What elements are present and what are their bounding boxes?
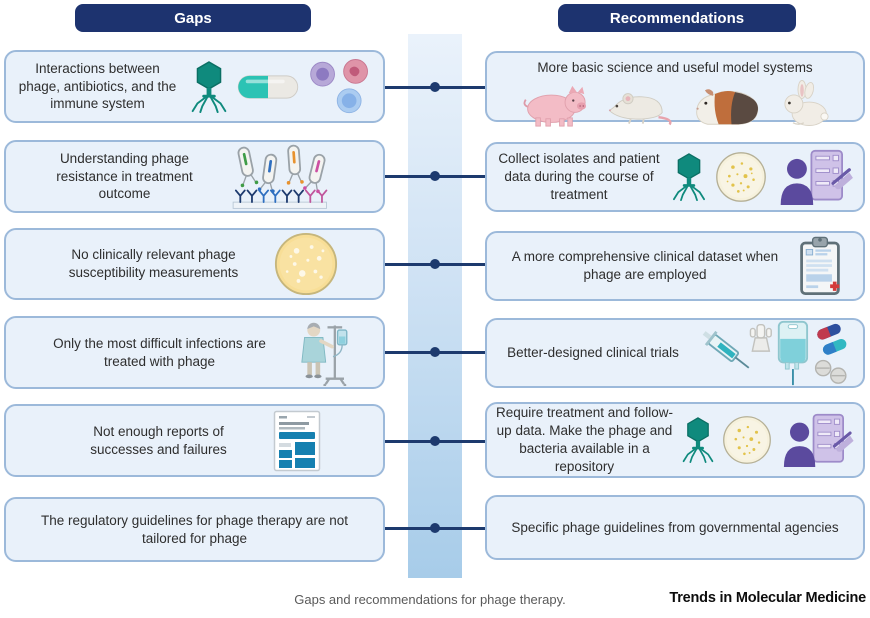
pig-icon xyxy=(521,85,589,127)
rec-box-2: Collect isolates and patient data during… xyxy=(485,142,865,212)
petri-dish-colonies-icon xyxy=(722,415,772,465)
patient-iv-pole-icon xyxy=(294,320,350,386)
gaps-header: Gaps xyxy=(75,4,311,32)
recommendations-header: Recommendations xyxy=(558,4,796,32)
phage-icon xyxy=(189,60,229,113)
rec-text-5: Require treatment and follow-up data. Ma… xyxy=(495,405,674,474)
report-document-icon xyxy=(273,410,321,472)
syringe-icon xyxy=(702,330,750,369)
gap-text-5: Not enough reports of successes and fail… xyxy=(90,423,227,457)
guinea-pig-icon xyxy=(691,83,761,127)
rec-box-5: Require treatment and follow-up data. Ma… xyxy=(485,402,865,478)
connector-row-1 xyxy=(383,82,487,92)
rat-icon xyxy=(603,87,677,127)
rec-text-3: A more comprehensive clinical dataset wh… xyxy=(511,249,779,282)
rec-box-3: A more comprehensive clinical dataset wh… xyxy=(485,231,865,301)
rec-box-4: Better-designed clinical trials xyxy=(485,318,865,388)
connector-row-5 xyxy=(383,436,487,446)
gap-text-6: The regulatory guidelines for phage ther… xyxy=(41,512,348,546)
gap-text-3: No clinically relevant phage susceptibil… xyxy=(68,247,239,280)
petri-dish-colonies-icon xyxy=(715,151,767,203)
immune-cells-icon xyxy=(307,58,373,116)
connector-dot xyxy=(430,523,440,533)
connector-row-6 xyxy=(383,523,487,533)
rec-text-2: Collect isolates and patient data during… xyxy=(498,151,660,202)
rec-text-4: Better-designed clinical trials xyxy=(507,345,679,361)
patient-data-form-icon xyxy=(775,149,855,205)
iv-bag-icon xyxy=(777,320,809,386)
connector-dot xyxy=(430,171,440,181)
phage-icon xyxy=(671,153,707,201)
connector-dot xyxy=(430,436,440,446)
connector-dot xyxy=(430,259,440,269)
gap-box-4: Only the most difficult infections are t… xyxy=(4,316,385,389)
pills-icon xyxy=(814,323,847,384)
patient-data-form-icon xyxy=(779,413,855,467)
connector-dot xyxy=(430,82,440,92)
rec-text-1: More basic science and useful model syst… xyxy=(537,60,813,75)
capsule-pill-icon xyxy=(237,74,299,100)
gap-box-3: No clinically relevant phage susceptibil… xyxy=(4,228,385,300)
nebulizer-icon xyxy=(749,323,772,352)
rec-box-6: Specific phage guidelines from governmen… xyxy=(485,495,865,560)
phage-icon xyxy=(681,417,715,463)
gap-box-2: Understanding phage resistance in treatm… xyxy=(4,140,385,213)
phage-receptor-binding-icon xyxy=(214,142,342,212)
figure-caption: Gaps and recommendations for phage thera… xyxy=(294,592,566,607)
gap-box-5: Not enough reports of successes and fail… xyxy=(4,404,385,477)
gap-box-1: Interactions between phage, antibiotics,… xyxy=(4,50,385,123)
connector-dot xyxy=(430,347,440,357)
rec-text-6: Specific phage guidelines from governmen… xyxy=(511,519,839,535)
rec-box-1: More basic science and useful model syst… xyxy=(485,51,865,127)
rabbit-icon xyxy=(775,79,829,127)
connector-row-3 xyxy=(383,259,487,269)
petri-dish-plaques-icon xyxy=(274,232,338,296)
center-gradient-band xyxy=(408,34,462,578)
gap-text-1: Interactions between phage, antibiotics,… xyxy=(18,60,177,112)
gap-text-2: Understanding phage resistance in treatm… xyxy=(56,150,193,202)
gap-box-6: The regulatory guidelines for phage ther… xyxy=(4,497,385,562)
journal-wordmark: Trends in Molecular Medicine xyxy=(669,590,866,606)
medical-clipboard-icon xyxy=(797,236,843,296)
clinical-trials-icons xyxy=(697,319,853,387)
gap-text-4: Only the most difficult infections are t… xyxy=(53,335,266,369)
connector-row-4 xyxy=(383,347,487,357)
connector-row-2 xyxy=(383,171,487,181)
